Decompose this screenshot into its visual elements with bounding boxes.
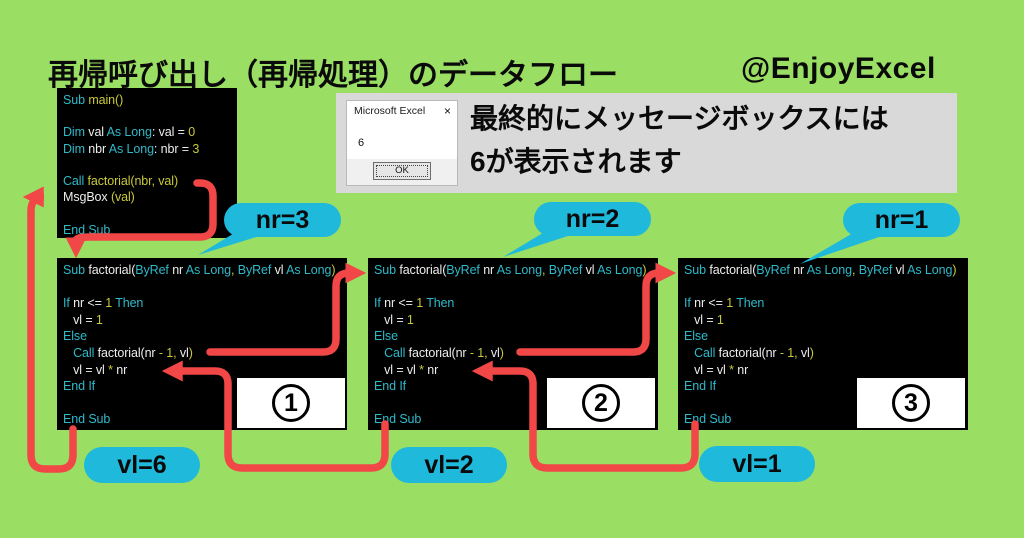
step-number-2: 2: [582, 384, 620, 422]
code-line: If nr <= 1 Then: [374, 296, 455, 311]
code-line: Else: [63, 329, 87, 344]
code-line: Sub main(): [63, 93, 124, 107]
code-line: vl = vl * nr: [684, 362, 749, 377]
msgbox-dialog: Microsoft Excel × 6 OK: [346, 100, 458, 186]
badge-nr1: nr=1: [843, 203, 960, 237]
badge-vl2: vl=2: [391, 447, 507, 483]
code-line: Else: [684, 329, 708, 344]
explanation-text: 最終的にメッセージボックスには 6が表示されます: [470, 97, 889, 183]
msgbox-titlebar: Microsoft Excel ×: [347, 101, 457, 120]
code-line: [63, 108, 237, 124]
msgbox-title: Microsoft Excel: [354, 105, 426, 117]
ok-button[interactable]: OK: [373, 162, 431, 180]
code-line: [63, 279, 347, 296]
code-line: vl = vl * nr: [374, 362, 439, 377]
code-line: vl = vl * nr: [63, 362, 128, 377]
explanation-panel: Microsoft Excel × 6 OK 最終的にメッセージボックスには 6…: [336, 93, 957, 193]
badge-vl1: vl=1: [699, 446, 815, 482]
code-line: Call factorial(nr - 1, vl): [73, 345, 193, 360]
code-line: [684, 279, 968, 296]
code-line: If nr <= 1 Then: [63, 296, 144, 311]
explanation-line-2: 6が表示されます: [470, 146, 682, 177]
code-line: If nr <= 1 Then: [684, 296, 765, 311]
step-box-1: 1: [237, 378, 345, 428]
page-title: 再帰呼び出し（再帰処理）のデータフロー: [48, 59, 618, 92]
code-line: Else: [374, 329, 398, 344]
code-line: End Sub: [63, 222, 111, 237]
code-line: Dim nbr As Long: nbr = 3: [63, 141, 200, 156]
code-line: vl = 1: [63, 312, 103, 327]
close-icon[interactable]: ×: [443, 104, 451, 118]
explanation-line-1: 最終的にメッセージボックスには: [470, 103, 889, 134]
code-line: Call factorial(nr - 1, vl): [384, 345, 504, 360]
code-line: Sub factorial(ByRef nr As Long, ByRef vl…: [374, 263, 647, 277]
msgbox-message: 6: [358, 137, 365, 149]
code-line: [63, 205, 237, 221]
badge-nr2: nr=2: [534, 202, 651, 236]
badge-vl6: vl=6: [84, 447, 200, 483]
step-number-1: 1: [272, 384, 310, 422]
step-number-3: 3: [892, 384, 930, 422]
step-box-2: 2: [547, 378, 655, 428]
msgbox-footer: OK: [347, 159, 457, 185]
code-line: vl = 1: [374, 312, 414, 327]
badge-nr3: nr=3: [224, 203, 341, 237]
author-handle: @EnjoyExcel: [741, 52, 936, 85]
code-line: Sub factorial(ByRef nr As Long, ByRef vl…: [684, 263, 957, 277]
code-line: Sub factorial(ByRef nr As Long, ByRef vl…: [63, 263, 336, 277]
code-line: [374, 279, 658, 296]
step-box-3: 3: [857, 378, 965, 428]
code-line: [63, 157, 237, 173]
code-line: Dim val As Long: val = 0: [63, 125, 196, 140]
code-line: vl = 1: [684, 312, 724, 327]
code-line: Call factorial(nbr, val): [63, 173, 179, 188]
code-line: Call factorial(nr - 1, vl): [694, 345, 814, 360]
code-line: MsgBox (val): [63, 190, 135, 205]
